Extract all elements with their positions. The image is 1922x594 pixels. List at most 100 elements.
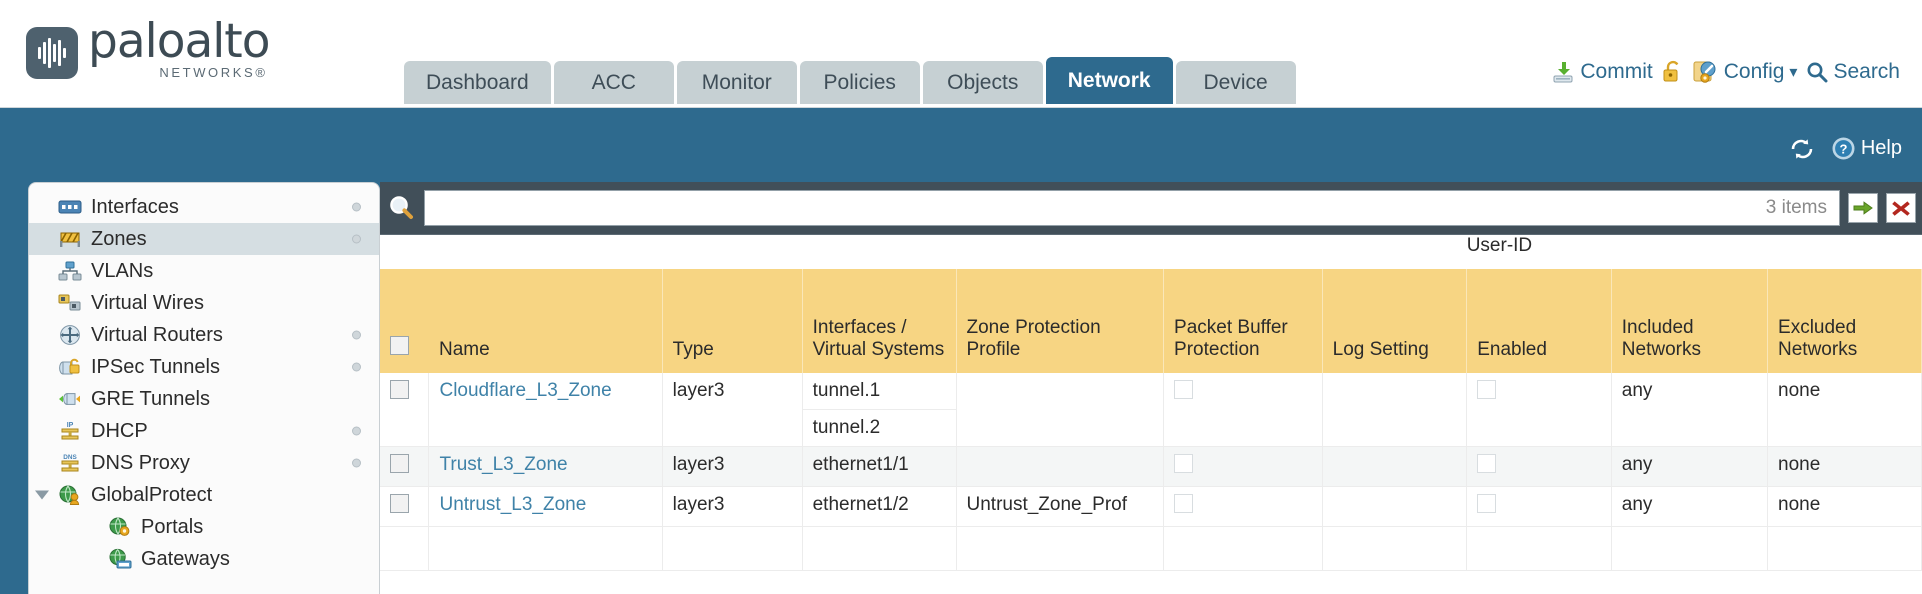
config-label: Config: [1723, 60, 1785, 83]
top-action-bar: Commit C: [1551, 60, 1900, 84]
user-id-enabled-checkbox[interactable]: [1477, 494, 1497, 513]
column-header-log-setting[interactable]: Log Setting: [1322, 269, 1468, 373]
cell-name: Cloudflare_L3_Zone: [428, 373, 663, 447]
cell-type: layer3: [662, 486, 803, 527]
search-magnifier-icon[interactable]: [388, 194, 416, 222]
cell-zone-protection-profile: Untrust_Zone_Prof: [956, 486, 1165, 527]
sidebar-label: DHCP: [91, 419, 148, 442]
main-content-panel: 3 items: [380, 182, 1922, 594]
brand-tagline: NETWORKS®: [159, 65, 268, 80]
cell-included-networks: any: [1611, 486, 1769, 527]
tab-policies[interactable]: Policies: [799, 61, 920, 104]
row-select-cell: [380, 446, 430, 487]
config-menu[interactable]: Config ▾: [1693, 60, 1798, 84]
select-all-checkbox[interactable]: [390, 336, 409, 355]
sidebar-item-dns-proxy[interactable]: DNS DNS Proxy: [29, 447, 379, 479]
sub-header-actions: ? Help: [1789, 136, 1902, 161]
clear-filter-button[interactable]: [1886, 193, 1916, 223]
tab-device[interactable]: Device: [1175, 61, 1296, 104]
user-id-enabled-checkbox[interactable]: [1477, 380, 1497, 399]
interface-entry: ethernet1/1: [812, 454, 909, 475]
help-button[interactable]: ? Help: [1831, 136, 1902, 161]
sidebar-item-ipsec-tunnels[interactable]: IPSec Tunnels: [29, 351, 379, 383]
zone-link[interactable]: Untrust_L3_Zone: [439, 494, 587, 515]
sidebar-item-virtual-routers[interactable]: Virtual Routers: [29, 319, 379, 351]
help-label: Help: [1860, 137, 1902, 159]
sidebar-item-zones[interactable]: Zones: [29, 223, 379, 255]
packet-buffer-protection-checkbox[interactable]: [1174, 494, 1194, 513]
globalprotect-icon: [57, 484, 83, 506]
row-checkbox[interactable]: [390, 454, 409, 473]
status-dot: [352, 330, 361, 340]
refresh-icon[interactable]: [1789, 137, 1815, 161]
brand-logo: paloalto NETWORKS®: [26, 18, 270, 79]
column-header-interfaces[interactable]: Interfaces / Virtual Systems: [802, 269, 957, 373]
sidebar-label: Virtual Routers: [91, 323, 223, 346]
cell-packet-buffer-protection: [1163, 486, 1323, 527]
row-checkbox[interactable]: [390, 380, 409, 399]
row-select-cell: [380, 486, 430, 527]
ipsec-tunnels-icon: [57, 356, 83, 378]
column-header-excluded-networks[interactable]: Excluded Networks: [1767, 269, 1922, 373]
sidebar-item-gateways[interactable]: Gateways: [29, 543, 379, 575]
interface-entry: tunnel.2: [812, 417, 881, 438]
packet-buffer-protection-checkbox[interactable]: [1174, 380, 1194, 399]
interfaces-icon: [57, 196, 83, 218]
status-dot: [352, 362, 361, 372]
column-header-packet-buffer-protection[interactable]: Packet Buffer Protection: [1163, 269, 1323, 373]
column-header-name[interactable]: Name: [428, 269, 663, 373]
zone-link[interactable]: Cloudflare_L3_Zone: [439, 380, 612, 401]
cell-type: layer3: [662, 446, 803, 487]
tab-network[interactable]: Network: [1045, 57, 1173, 104]
cell-excluded-networks: none: [1767, 446, 1922, 487]
lock-icon[interactable]: [1662, 60, 1684, 84]
apply-filter-button[interactable]: [1848, 193, 1878, 223]
cell-zone-protection-profile: [956, 373, 1165, 447]
interface-entry: tunnel.1: [802, 373, 956, 410]
sidebar-item-interfaces[interactable]: Interfaces: [29, 191, 379, 223]
gateways-icon: [107, 548, 133, 570]
packet-buffer-protection-checkbox[interactable]: [1174, 454, 1194, 473]
tab-objects[interactable]: Objects: [922, 61, 1043, 104]
tab-acc[interactable]: ACC: [553, 61, 674, 104]
commit-button[interactable]: Commit: [1551, 60, 1653, 84]
zone-link[interactable]: Trust_L3_Zone: [439, 454, 568, 475]
sidebar-item-vlans[interactable]: VLANs: [29, 255, 379, 287]
sidebar-item-gre-tunnels[interactable]: GRE Tunnels: [29, 383, 379, 415]
column-header-enabled[interactable]: Enabled: [1466, 269, 1612, 373]
cell-packet-buffer-protection: [1163, 373, 1323, 447]
sidebar-item-dhcp[interactable]: IP DHCP: [29, 415, 379, 447]
dns-proxy-icon: DNS: [57, 452, 83, 474]
search-icon: [1806, 61, 1828, 83]
tab-dashboard[interactable]: Dashboard: [404, 61, 551, 104]
cell-interfaces: tunnel.1 tunnel.2: [802, 373, 957, 447]
cell-log-setting: [1322, 486, 1468, 527]
status-dot: [352, 458, 361, 468]
help-icon: ?: [1831, 136, 1856, 161]
cell-user-id-enabled: [1466, 486, 1612, 527]
search-input[interactable]: 3 items: [424, 190, 1840, 226]
status-dot: [352, 234, 361, 244]
table-row[interactable]: Untrust_L3_Zone layer3 ethernet1/2 Untru…: [380, 486, 1922, 527]
cell-user-id-enabled: [1466, 446, 1612, 487]
network-sidebar: Interfaces Zones VLANs Virtual Wires: [28, 182, 380, 594]
table-row[interactable]: Cloudflare_L3_Zone layer3 tunnel.1 tunne…: [380, 373, 1922, 447]
column-header-included-networks[interactable]: Included Networks: [1611, 269, 1769, 373]
sidebar-label: Virtual Wires: [91, 291, 204, 314]
main-navigation-tabs[interactable]: Dashboard ACC Monitor Policies Objects N…: [404, 57, 1296, 104]
chevron-down-icon: ▾: [1789, 64, 1798, 81]
search-button[interactable]: Search: [1806, 60, 1900, 84]
sidebar-item-virtual-wires[interactable]: Virtual Wires: [29, 287, 379, 319]
svg-text:DNS: DNS: [63, 454, 77, 461]
sidebar-item-portals[interactable]: Portals: [29, 511, 379, 543]
row-select-cell: [380, 373, 430, 447]
column-header-type[interactable]: Type: [662, 269, 803, 373]
tab-monitor[interactable]: Monitor: [676, 61, 797, 104]
user-id-enabled-checkbox[interactable]: [1477, 454, 1497, 473]
sidebar-item-globalprotect[interactable]: GlobalProtect: [29, 479, 379, 511]
column-header-zone-protection-profile[interactable]: Zone Protection Profile: [956, 269, 1165, 373]
row-checkbox[interactable]: [390, 494, 409, 513]
table-row[interactable]: Trust_L3_Zone layer3 ethernet1/1 any non…: [380, 446, 1922, 487]
chevron-expanded-icon[interactable]: [35, 490, 49, 500]
